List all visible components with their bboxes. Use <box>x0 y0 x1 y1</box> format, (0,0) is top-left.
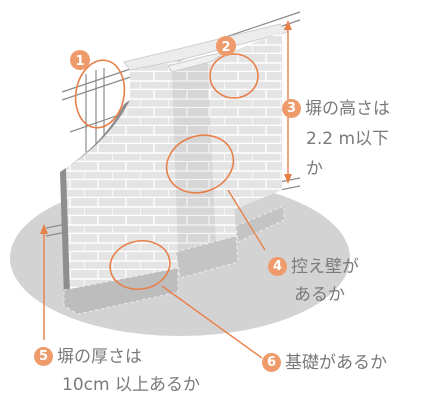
foundation-right <box>235 205 285 243</box>
badge-1: 1 <box>70 50 90 70</box>
wall-cut-edge <box>60 100 130 298</box>
badge-6: 6 <box>262 353 281 372</box>
badge-2: 2 <box>216 36 236 56</box>
thickness-dimension <box>40 224 48 340</box>
foundation-buttress <box>175 235 239 279</box>
callout-rings <box>74 53 259 291</box>
wall-front-left <box>66 58 178 312</box>
callout-4-line2: あるか <box>294 285 345 305</box>
badge-5: 5 <box>34 347 53 366</box>
callout-3-line2: 2.2 m以下 <box>306 129 389 149</box>
foundation-front <box>63 267 179 315</box>
badge-4: 4 <box>268 257 287 276</box>
leader-lines <box>161 189 266 359</box>
svg-text:2: 2 <box>221 40 230 55</box>
buttress-top <box>167 51 227 73</box>
callout-5-line2: 10cm 以上あるか <box>62 375 200 395</box>
buttress-side <box>172 62 216 256</box>
svg-text:1: 1 <box>75 54 84 69</box>
buttress-front <box>208 56 236 246</box>
callout-3-line3: か <box>306 159 323 179</box>
badge-3: 3 <box>282 99 301 118</box>
